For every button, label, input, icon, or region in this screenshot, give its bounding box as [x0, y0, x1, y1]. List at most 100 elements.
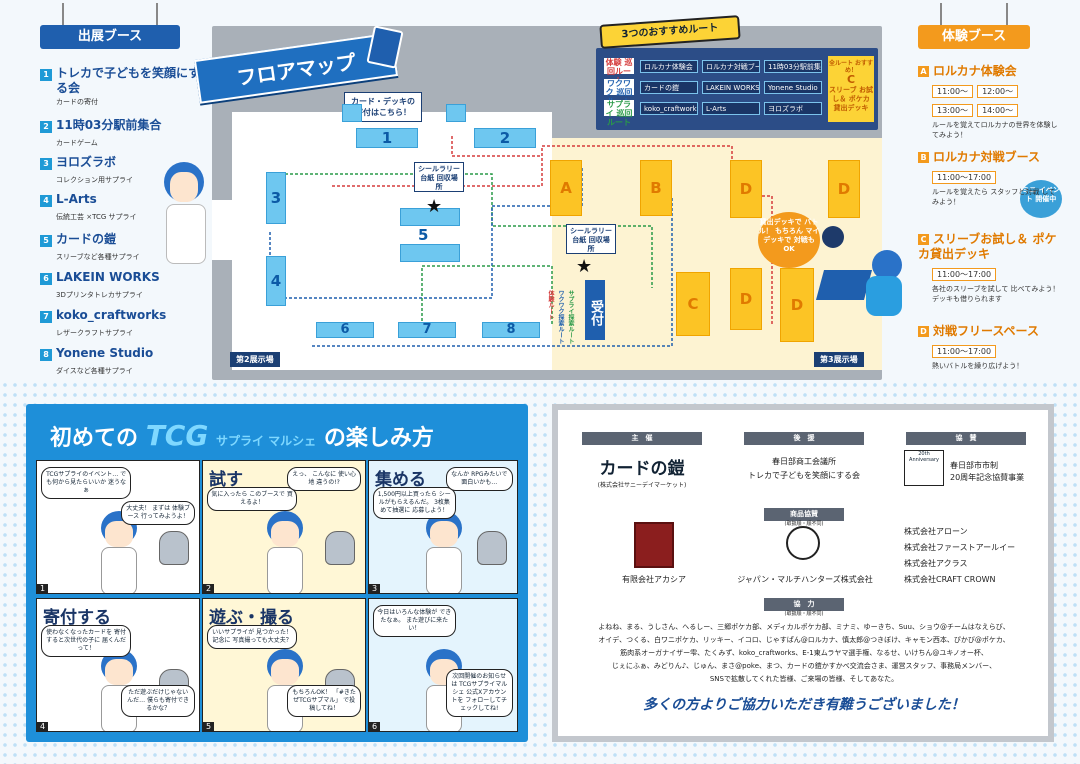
- booth-category: ダイスなど各種サプライ: [56, 367, 133, 375]
- map-fixture: [342, 104, 362, 122]
- route-line-green-2: [421, 265, 553, 326]
- map-booth-8[interactable]: 8: [482, 322, 540, 338]
- area-d[interactable]: D: [828, 160, 860, 218]
- support-2: トレカで子どもを笑顔にする会: [747, 471, 861, 480]
- experience-name: ロルカナ体験会: [933, 64, 1017, 78]
- coop-line: オイデ、つくる、白ワニポケカ、リッキー、イコロ、じゃすぱん@ロルカナ、慎太郎@つ…: [598, 636, 1010, 644]
- booth-category: カードゲーム: [56, 139, 98, 147]
- route-stop[interactable]: koko_craftworks: [640, 102, 698, 115]
- route-label-experience: 体験ルート: [547, 290, 554, 320]
- speech-bubble: 気に入ったら このブースで 買えるよ！: [207, 487, 298, 511]
- speech-bubble: えっ、 こんなに 使い心地 違うの!?: [287, 467, 361, 491]
- support-1: 春日部商工会議所: [772, 457, 836, 466]
- area-c[interactable]: C: [676, 272, 710, 336]
- speech-bubble: 次回開催のお知らせは TCGサプライマルシェ 公式Xアカウントを フォローしてチ…: [445, 669, 513, 717]
- boy-body: [101, 547, 137, 593]
- map-booth-3[interactable]: 3: [266, 172, 286, 224]
- route-stop[interactable]: カードの鎧: [640, 81, 698, 94]
- coop-line: SNSで拡散してくれた皆様、ご来場の皆様、そしてあなた。: [709, 675, 899, 683]
- booth-category: 伝統工芸 ×TCG サプライ: [56, 213, 137, 221]
- player-figure: [872, 250, 902, 280]
- map-booth-5-bottom[interactable]: [400, 244, 460, 262]
- map-fixture: [446, 104, 466, 122]
- area-b[interactable]: B: [640, 160, 672, 216]
- booth-name: LAKEIN WORKS: [56, 270, 160, 284]
- area-a[interactable]: A: [550, 160, 582, 216]
- knight-helmet: [159, 531, 189, 565]
- coop-header: 協 力: [764, 598, 844, 611]
- time-slot: 11:00～: [932, 85, 974, 98]
- map-booth-6[interactable]: 6: [316, 322, 374, 338]
- route-stop[interactable]: ヨロズラボ: [764, 102, 822, 115]
- organizer-logo: カードの鎧: [599, 459, 685, 479]
- donation-callout: カード・デッキの 寄付はこちら！: [344, 92, 422, 122]
- area-d[interactable]: D: [780, 268, 814, 342]
- hall-3-label: 第3展示場: [814, 352, 864, 367]
- manga-title-mid: サプライ マルシェ: [216, 434, 317, 448]
- map-booth-2[interactable]: 2: [474, 128, 536, 148]
- route-stop[interactable]: 11時03分駅前集合: [764, 60, 822, 73]
- experience-header: 体験ブース: [918, 3, 1030, 49]
- boy-face: [105, 659, 133, 685]
- speech-bubble: なんか RPGみたいで 面白いかも…: [445, 467, 513, 491]
- goods-1: 有限会社アカシア: [622, 575, 686, 584]
- route-stop[interactable]: L-Arts: [702, 102, 760, 115]
- route-stop[interactable]: ロルカナ対戦ブース: [702, 60, 760, 73]
- route-stop[interactable]: LAKEIN WORKS: [702, 81, 760, 94]
- goods-company: 株式会社アローン: [904, 527, 968, 536]
- experience-times: 11:00～17:00: [918, 165, 1058, 184]
- route-stop[interactable]: ロルカナ体験会: [640, 60, 698, 73]
- area-d[interactable]: D: [730, 268, 762, 330]
- speech-bubble: いいサプライが 見つかった！記念に 写真撮っても大丈夫？: [207, 625, 298, 649]
- anniversary-badge: 20th Anniversary: [904, 450, 944, 486]
- panel-number: 3: [369, 584, 381, 593]
- map-booth-7[interactable]: 7: [398, 322, 456, 338]
- map-booth-5-label: 5: [418, 226, 429, 244]
- booth-number: 6: [40, 273, 52, 285]
- area-d[interactable]: D: [730, 160, 762, 218]
- map-booth-5-top[interactable]: [400, 208, 460, 226]
- manga-title-pre: 初めての: [50, 426, 139, 451]
- panel-number: 2: [203, 584, 215, 593]
- goods-header: 商品協賛: [764, 508, 844, 521]
- lending-callout: 貸出デッキで バトル！ もちろん マイデッキで 対戦もOK: [758, 212, 820, 268]
- experience-times: 11:00～12:00～13:00～14:00～: [918, 79, 1058, 117]
- goods-company: 株式会社CRAFT CROWN: [904, 575, 996, 584]
- sponsor-1: 春日部市市制: [950, 461, 998, 470]
- speech-bubble: 使わなくなったカードを 寄付すると次世代の子に 届くんだって！: [41, 625, 132, 657]
- panel-number: 1: [37, 584, 49, 593]
- manga-title-post: の楽しみ方: [323, 426, 434, 451]
- route-stop[interactable]: Yonene Studio: [764, 81, 822, 94]
- experience-times: 11:00～17:00: [918, 339, 1058, 358]
- sticker-callout-1: シールラリー 台紙 回収場所: [414, 162, 464, 192]
- speech-bubble: もちろんOK！ 「#きたぜTCGサプマル」 で投稿してね！: [287, 685, 361, 717]
- booth-category: レザークラフトサプライ: [56, 329, 133, 337]
- reception-desk[interactable]: 受付: [585, 280, 605, 340]
- route-label-wakuwaku: ワクワク探索ルート: [557, 290, 564, 344]
- multi-hunters-logo: [786, 526, 820, 560]
- map-booth-4[interactable]: 4: [266, 256, 286, 306]
- panel-number: 5: [203, 722, 215, 731]
- time-slot: 11:00～17:00: [932, 171, 997, 184]
- thanks-message: 多くの方よりご協力いただき有難うございました！: [643, 697, 965, 713]
- map-booth-1[interactable]: 1: [356, 128, 418, 148]
